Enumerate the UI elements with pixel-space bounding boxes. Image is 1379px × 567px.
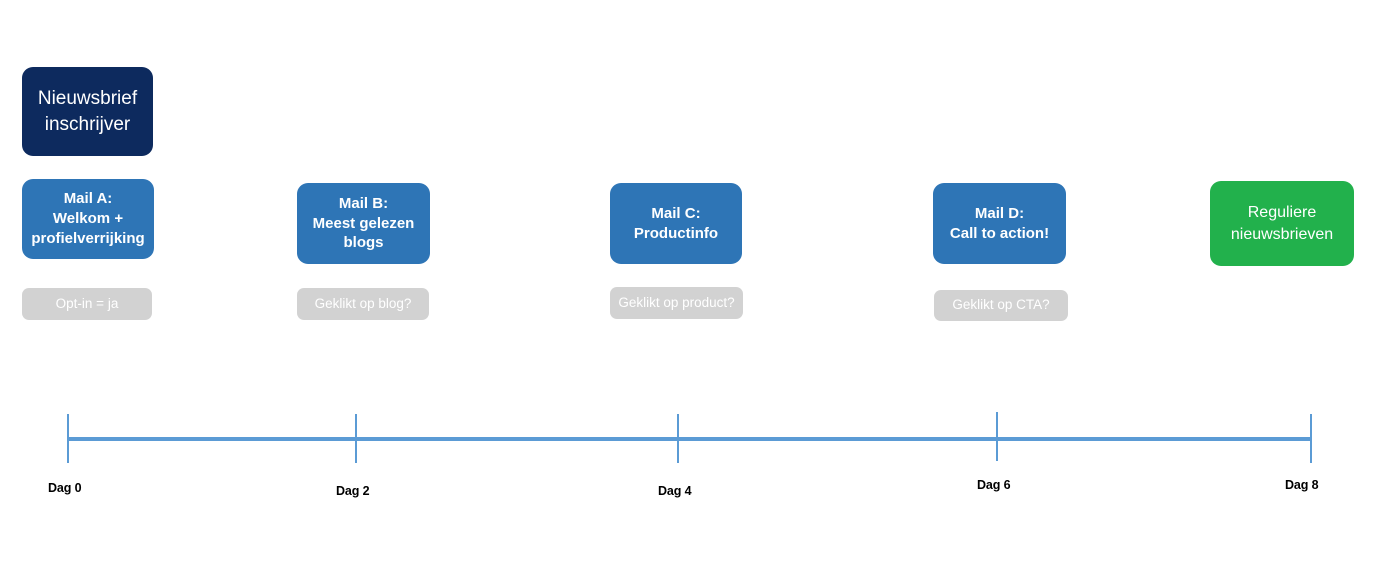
timeline-axis-line xyxy=(67,437,1312,441)
condition-chip-clicked-product[interactable]: Geklikt op product? xyxy=(610,287,743,319)
timeline-tick-dag-6 xyxy=(996,412,998,461)
timeline-label-dag-4: Dag 4 xyxy=(658,484,692,498)
timeline-label-dag-8: Dag 8 xyxy=(1285,478,1319,492)
mail-node-c[interactable]: Mail C: Productinfo xyxy=(610,183,742,264)
timeline-label-dag-6: Dag 6 xyxy=(977,478,1011,492)
timeline-tick-dag-2 xyxy=(355,414,357,463)
timeline-tick-dag-8 xyxy=(1310,414,1312,463)
mail-node-b[interactable]: Mail B: Meest gelezen blogs xyxy=(297,183,430,264)
timeline-tick-dag-0 xyxy=(67,414,69,463)
condition-chip-optin[interactable]: Opt-in = ja xyxy=(22,288,152,320)
mail-node-a[interactable]: Mail A: Welkom + profielverrijking xyxy=(22,179,154,259)
timeline-label-dag-0: Dag 0 xyxy=(48,481,82,495)
timeline-tick-dag-4 xyxy=(677,414,679,463)
timeline-label-dag-2: Dag 2 xyxy=(336,484,370,498)
condition-chip-clicked-blog[interactable]: Geklikt op blog? xyxy=(297,288,429,320)
end-node-regular-newsletters[interactable]: Reguliere nieuwsbrieven xyxy=(1210,181,1354,266)
entry-node-newsletter-subscriber[interactable]: Nieuwsbrief inschrijver xyxy=(22,67,153,156)
condition-chip-clicked-cta[interactable]: Geklikt op CTA? xyxy=(934,290,1068,321)
mail-node-d[interactable]: Mail D: Call to action! xyxy=(933,183,1066,264)
